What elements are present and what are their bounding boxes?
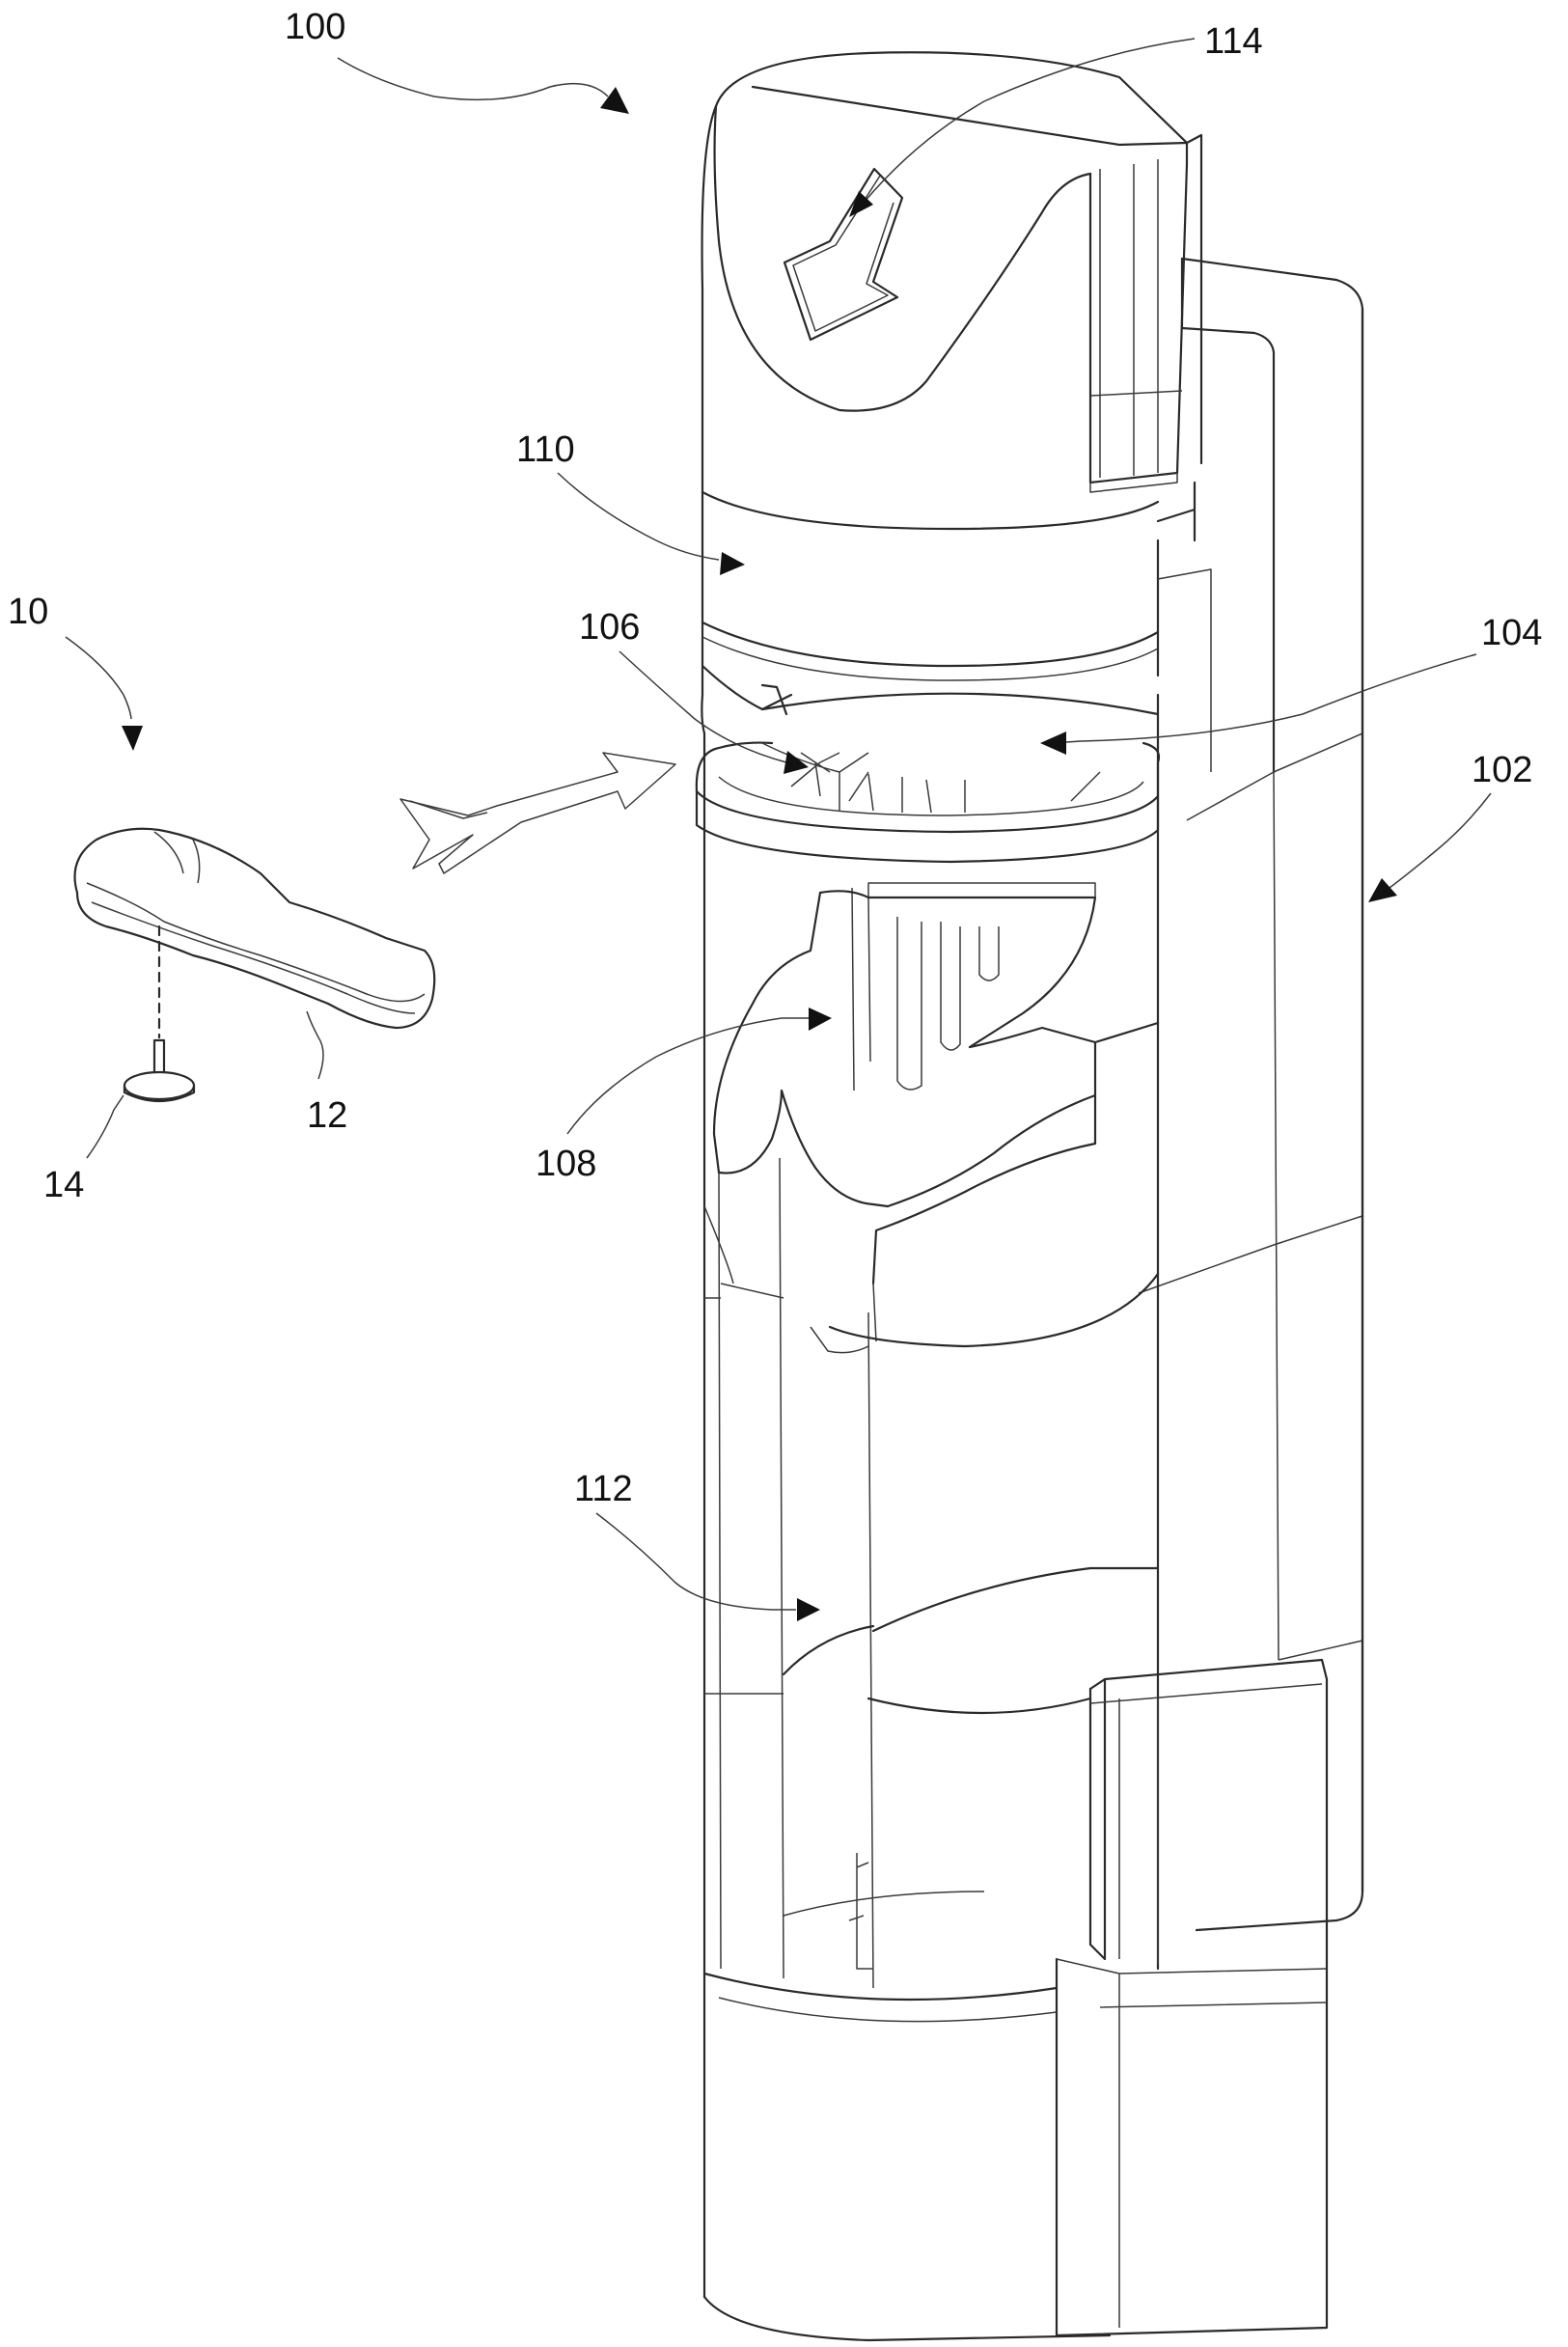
leader-lines xyxy=(65,38,1492,1621)
label-104: 104 xyxy=(1481,613,1542,653)
label-12: 12 xyxy=(307,1095,347,1136)
top-cap-114 xyxy=(713,51,1203,493)
label-108: 108 xyxy=(536,1144,596,1184)
reference-numerals: 100 114 110 10 106 104 102 12 14 108 112 xyxy=(8,7,1542,1509)
label-110: 110 xyxy=(516,429,575,470)
inlet-platform xyxy=(695,664,1161,1989)
label-102: 102 xyxy=(1472,750,1532,790)
lower-chamber-112 xyxy=(704,1566,1329,1971)
label-100: 100 xyxy=(285,7,345,47)
label-106: 106 xyxy=(579,607,640,648)
main-column xyxy=(701,104,1329,2342)
insertion-arrow xyxy=(399,752,676,874)
label-112: 112 xyxy=(574,1469,633,1509)
label-14: 14 xyxy=(43,1165,84,1205)
label-114: 114 xyxy=(1204,21,1263,62)
label-10: 10 xyxy=(8,592,48,632)
rear-housing-102 xyxy=(1138,257,1364,1932)
security-tag-12 xyxy=(73,827,436,1102)
